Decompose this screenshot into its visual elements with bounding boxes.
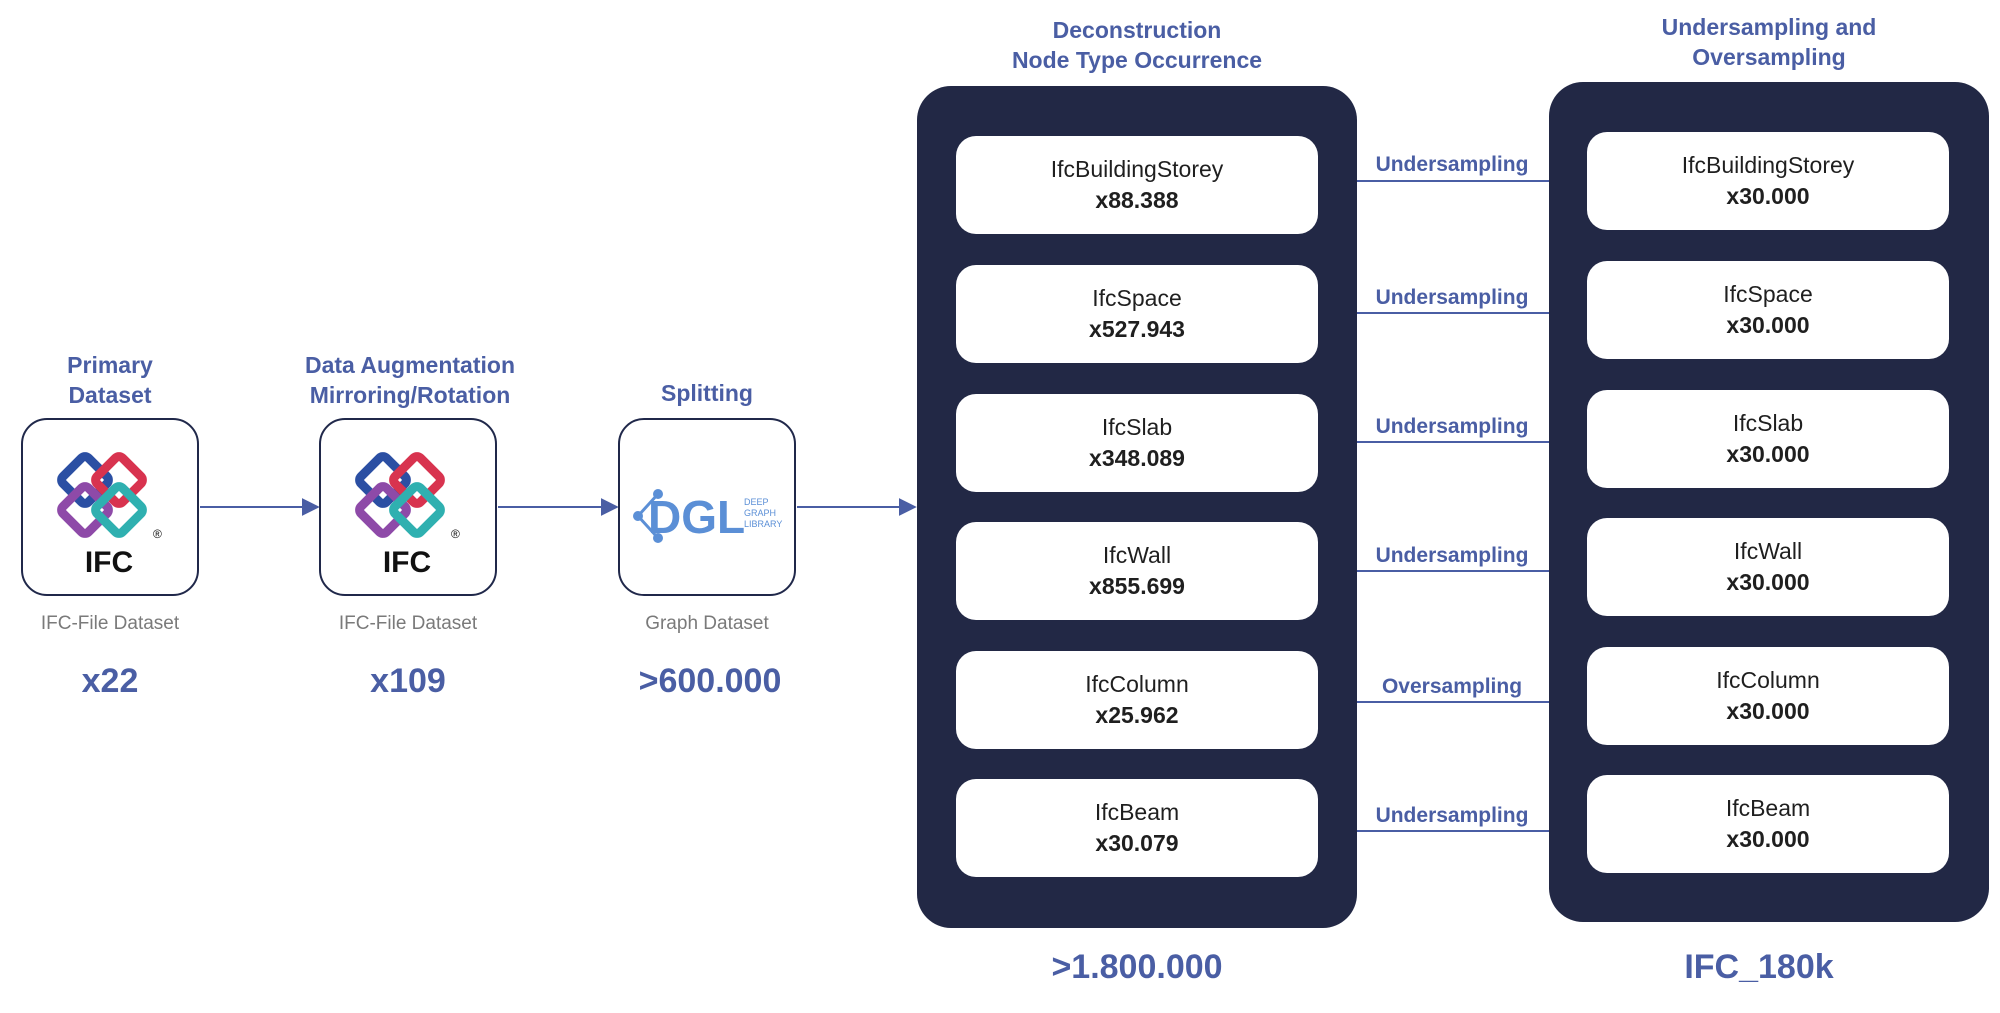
node-ifcslab: IfcSlab x30.000 bbox=[1587, 390, 1949, 488]
svg-text:IFC: IFC bbox=[383, 546, 431, 579]
dgl-logo-icon: DGL DEEP GRAPH LIBRARY bbox=[633, 489, 782, 543]
ifc-logo-icon: IFC ® bbox=[355, 452, 460, 579]
svg-text:DEEP: DEEP bbox=[744, 497, 769, 507]
deconstruction-total: >1.800.000 bbox=[1051, 948, 1223, 986]
svg-text:®: ® bbox=[153, 527, 162, 541]
node-ifcslab: IfcSlab x348.089 bbox=[956, 394, 1318, 492]
node-ifcwall: IfcWall x30.000 bbox=[1587, 518, 1949, 616]
ifc-logo-tile-augmented: IFC ® bbox=[319, 418, 497, 596]
resampled-heading: Undersampling and Oversampling bbox=[1661, 14, 1877, 70]
splitting-caption: Graph Dataset bbox=[645, 613, 769, 634]
primary-dataset-heading: Primary Dataset bbox=[67, 352, 153, 408]
ifc-logo-icon: IFC ® bbox=[57, 452, 162, 579]
sampling-label: Undersampling bbox=[1375, 286, 1529, 309]
resampled-total: IFC_180k bbox=[1684, 948, 1834, 986]
svg-text:IFC: IFC bbox=[85, 546, 133, 579]
node-ifcspace: IfcSpace x30.000 bbox=[1587, 261, 1949, 359]
augmentation-heading: Data Augmentation Mirroring/Rotation bbox=[305, 352, 515, 408]
svg-text:®: ® bbox=[451, 527, 460, 541]
sampling-label: Undersampling bbox=[1375, 804, 1529, 827]
svg-text:GRAPH: GRAPH bbox=[744, 508, 776, 518]
sampling-label: Undersampling bbox=[1375, 544, 1529, 567]
node-ifcbeam: IfcBeam x30.079 bbox=[956, 779, 1318, 877]
node-ifcspace: IfcSpace x527.943 bbox=[956, 265, 1318, 363]
node-ifcbuildingstorey: IfcBuildingStorey x88.388 bbox=[956, 136, 1318, 234]
svg-text:DGL: DGL bbox=[648, 491, 745, 543]
augmentation-count: x109 bbox=[370, 662, 446, 700]
node-ifcbuildingstorey: IfcBuildingStorey x30.000 bbox=[1587, 132, 1949, 230]
node-ifcwall: IfcWall x855.699 bbox=[956, 522, 1318, 620]
dgl-logo-tile: DGL DEEP GRAPH LIBRARY bbox=[618, 418, 796, 596]
svg-text:LIBRARY: LIBRARY bbox=[744, 519, 782, 529]
deconstruction-heading: Deconstruction Node Type Occurrence bbox=[1011, 17, 1263, 73]
splitting-count: >600.000 bbox=[638, 662, 782, 700]
sampling-label: Oversampling bbox=[1381, 675, 1523, 698]
primary-dataset-count: x22 bbox=[81, 662, 139, 700]
splitting-heading: Splitting bbox=[661, 380, 753, 406]
node-ifccolumn: IfcColumn x30.000 bbox=[1587, 647, 1949, 745]
resampled-panel: IfcBuildingStorey x30.000 IfcSpace x30.0… bbox=[1549, 82, 1989, 922]
deconstruction-panel: IfcBuildingStorey x88.388 IfcSpace x527.… bbox=[917, 86, 1357, 928]
augmentation-caption: IFC-File Dataset bbox=[338, 613, 478, 634]
primary-dataset-caption: IFC-File Dataset bbox=[40, 613, 180, 634]
node-ifcbeam: IfcBeam x30.000 bbox=[1587, 775, 1949, 873]
sampling-label: Undersampling bbox=[1375, 415, 1529, 438]
ifc-logo-tile-primary: IFC ® bbox=[21, 418, 199, 596]
node-ifccolumn: IfcColumn x25.962 bbox=[956, 651, 1318, 749]
sampling-label: Undersampling bbox=[1375, 153, 1529, 176]
